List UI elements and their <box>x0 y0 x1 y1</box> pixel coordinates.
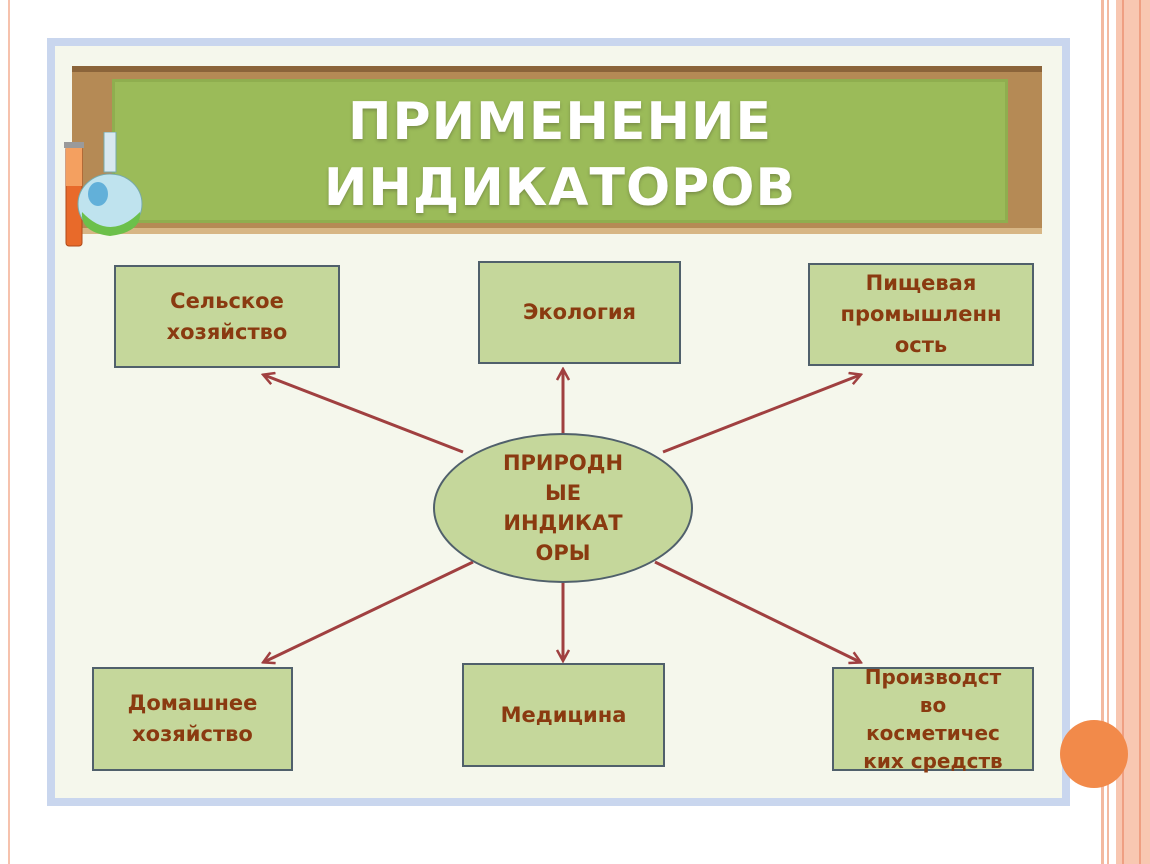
node-ecology: Экология <box>478 261 681 364</box>
node-cosmetics: Производст во косметичес ких средств <box>832 665 1034 773</box>
node-food-industry: Пищевая промышленн ость <box>808 263 1034 366</box>
node-agriculture: Сельское хозяйство <box>114 265 340 368</box>
decor-stripe <box>1116 0 1150 864</box>
arrow-to-household <box>264 560 474 662</box>
title-line-2: ИНДИКАТОРОВ <box>323 158 797 218</box>
decor-circle <box>1060 720 1128 788</box>
decor-stripe <box>1122 0 1124 864</box>
node-medicine: Медицина <box>462 663 665 767</box>
node-household: Домашнее хозяйство <box>92 667 293 771</box>
decor-stripe <box>1139 0 1141 864</box>
flask-icon <box>64 132 143 247</box>
left-border-line <box>8 0 10 864</box>
decor-stripe <box>1101 0 1104 864</box>
title-panel <box>112 79 1008 223</box>
title-line-1: ПРИМЕНЕНИЕ <box>347 92 773 152</box>
arrow-to-food-industry <box>662 375 860 454</box>
arrow-to-agriculture <box>264 375 464 454</box>
test-tube-icon <box>64 142 84 247</box>
arrow-to-cosmetics <box>654 560 860 662</box>
conical-flask <box>77 132 143 236</box>
decor-stripe <box>1107 0 1109 864</box>
center-natural-indicators: ПРИРОДН ЫЕ ИНДИКАТ ОРЫ <box>433 433 693 583</box>
